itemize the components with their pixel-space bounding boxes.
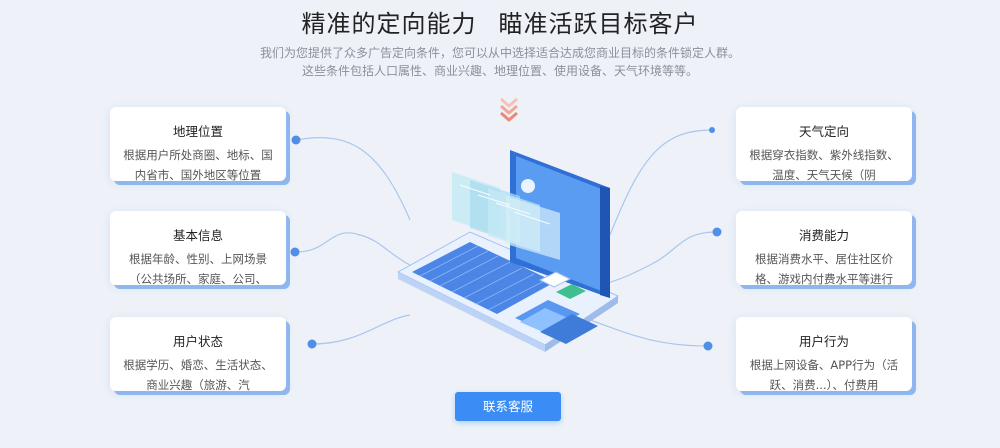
title-part2: 瞄准活跃目标客户 <box>498 10 699 38</box>
card-basic-info: 基本信息 根据年龄、性别、上网场景（公共场所、家庭、公司、 <box>110 211 286 285</box>
card-title: 天气定向 <box>798 124 849 139</box>
card-title: 用户状态 <box>172 334 223 349</box>
title-part1: 精准的定向能力 <box>301 10 477 38</box>
chevron-down-icon <box>500 97 518 122</box>
card-title: 消费能力 <box>798 228 849 243</box>
subtitle-line1: 我们为您提供了众多广告定向条件，您可以从中选择适合达成您商业目标的条件锁定人群。 <box>259 46 740 60</box>
card-desc: 根据消费水平、居住社区价格、游戏内付费水平等进行 <box>755 252 893 285</box>
card-user-status: 用户状态 根据学历、婚恋、生活状态、商业兴趣（旅游、汽 <box>110 317 286 391</box>
card-desc: 根据上网设备、APP行为（活跃、消费...）、付费用 <box>749 358 899 391</box>
card-consumption: 消费能力 根据消费水平、居住社区价格、游戏内付费水平等进行 <box>736 211 912 285</box>
card-geo-location: 地理位置 根据用户所处商圈、地标、国内省市、国外地区等位置 <box>110 107 286 181</box>
card-desc: 根据学历、婚恋、生活状态、商业兴趣（旅游、汽 <box>123 358 273 391</box>
card-desc: 根据用户所处商圈、地标、国内省市、国外地区等位置 <box>123 148 273 181</box>
card-title: 基本信息 <box>172 228 223 243</box>
page-title: 精准的定向能力瞄准活跃目标客户 <box>0 4 1000 39</box>
card-desc: 根据年龄、性别、上网场景（公共场所、家庭、公司、 <box>129 252 267 285</box>
subtitle-line2: 这些条件包括人口属性、商业兴趣、地理位置、使用设备、天气环境等等。 <box>301 64 698 78</box>
card-title: 地理位置 <box>172 124 223 139</box>
card-title: 用户行为 <box>798 334 849 349</box>
card-user-behavior: 用户行为 根据上网设备、APP行为（活跃、消费...）、付费用 <box>736 317 912 391</box>
contact-support-button[interactable]: 联系客服 <box>455 392 561 421</box>
card-desc: 根据穿衣指数、紫外线指数、温度、天气天候（阴 <box>749 148 899 181</box>
card-weather: 天气定向 根据穿衣指数、紫外线指数、温度、天气天候（阴 <box>736 107 912 181</box>
